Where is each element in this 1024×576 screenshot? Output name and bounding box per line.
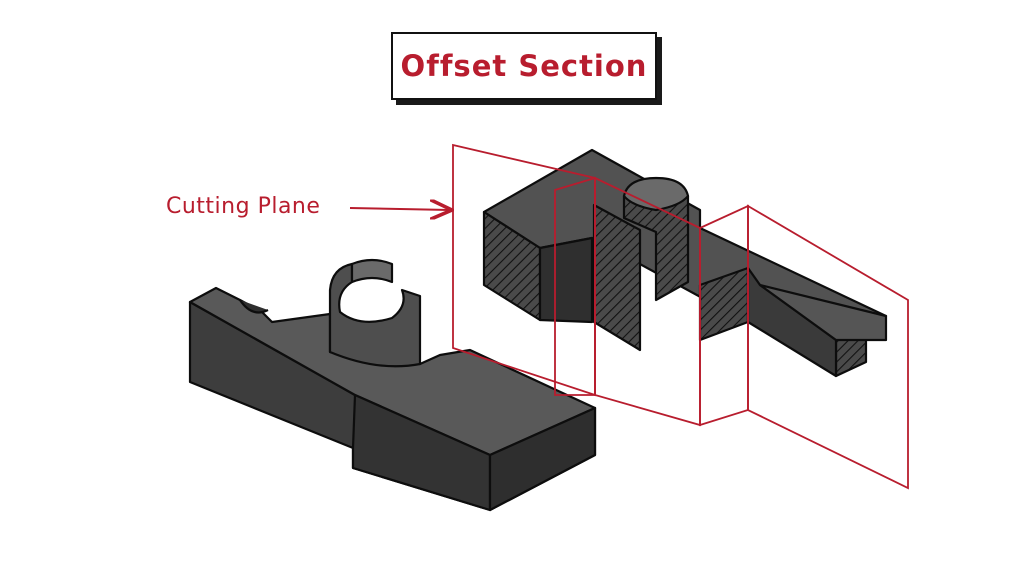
full-part [188,258,597,512]
cutting-plane-label: Cutting Plane [166,194,321,219]
full-part-notch-left [239,299,269,314]
full-part-boss-top [350,258,394,284]
sectioned-part [482,148,888,378]
cutting-planes [452,143,909,490]
full-part-boss [328,262,422,368]
diagram-title: Offset Section [400,49,648,83]
title-box: Offset Section [391,32,657,100]
pointer-arrow [349,208,450,210]
plane-5 [747,204,909,490]
sectioned-part-inner-wall [538,236,594,324]
section-face-middle [592,203,642,352]
full-part-end-face [488,406,597,512]
sectioned-part-arm-top [758,283,888,342]
sectioned-part-boss-top [622,176,690,212]
